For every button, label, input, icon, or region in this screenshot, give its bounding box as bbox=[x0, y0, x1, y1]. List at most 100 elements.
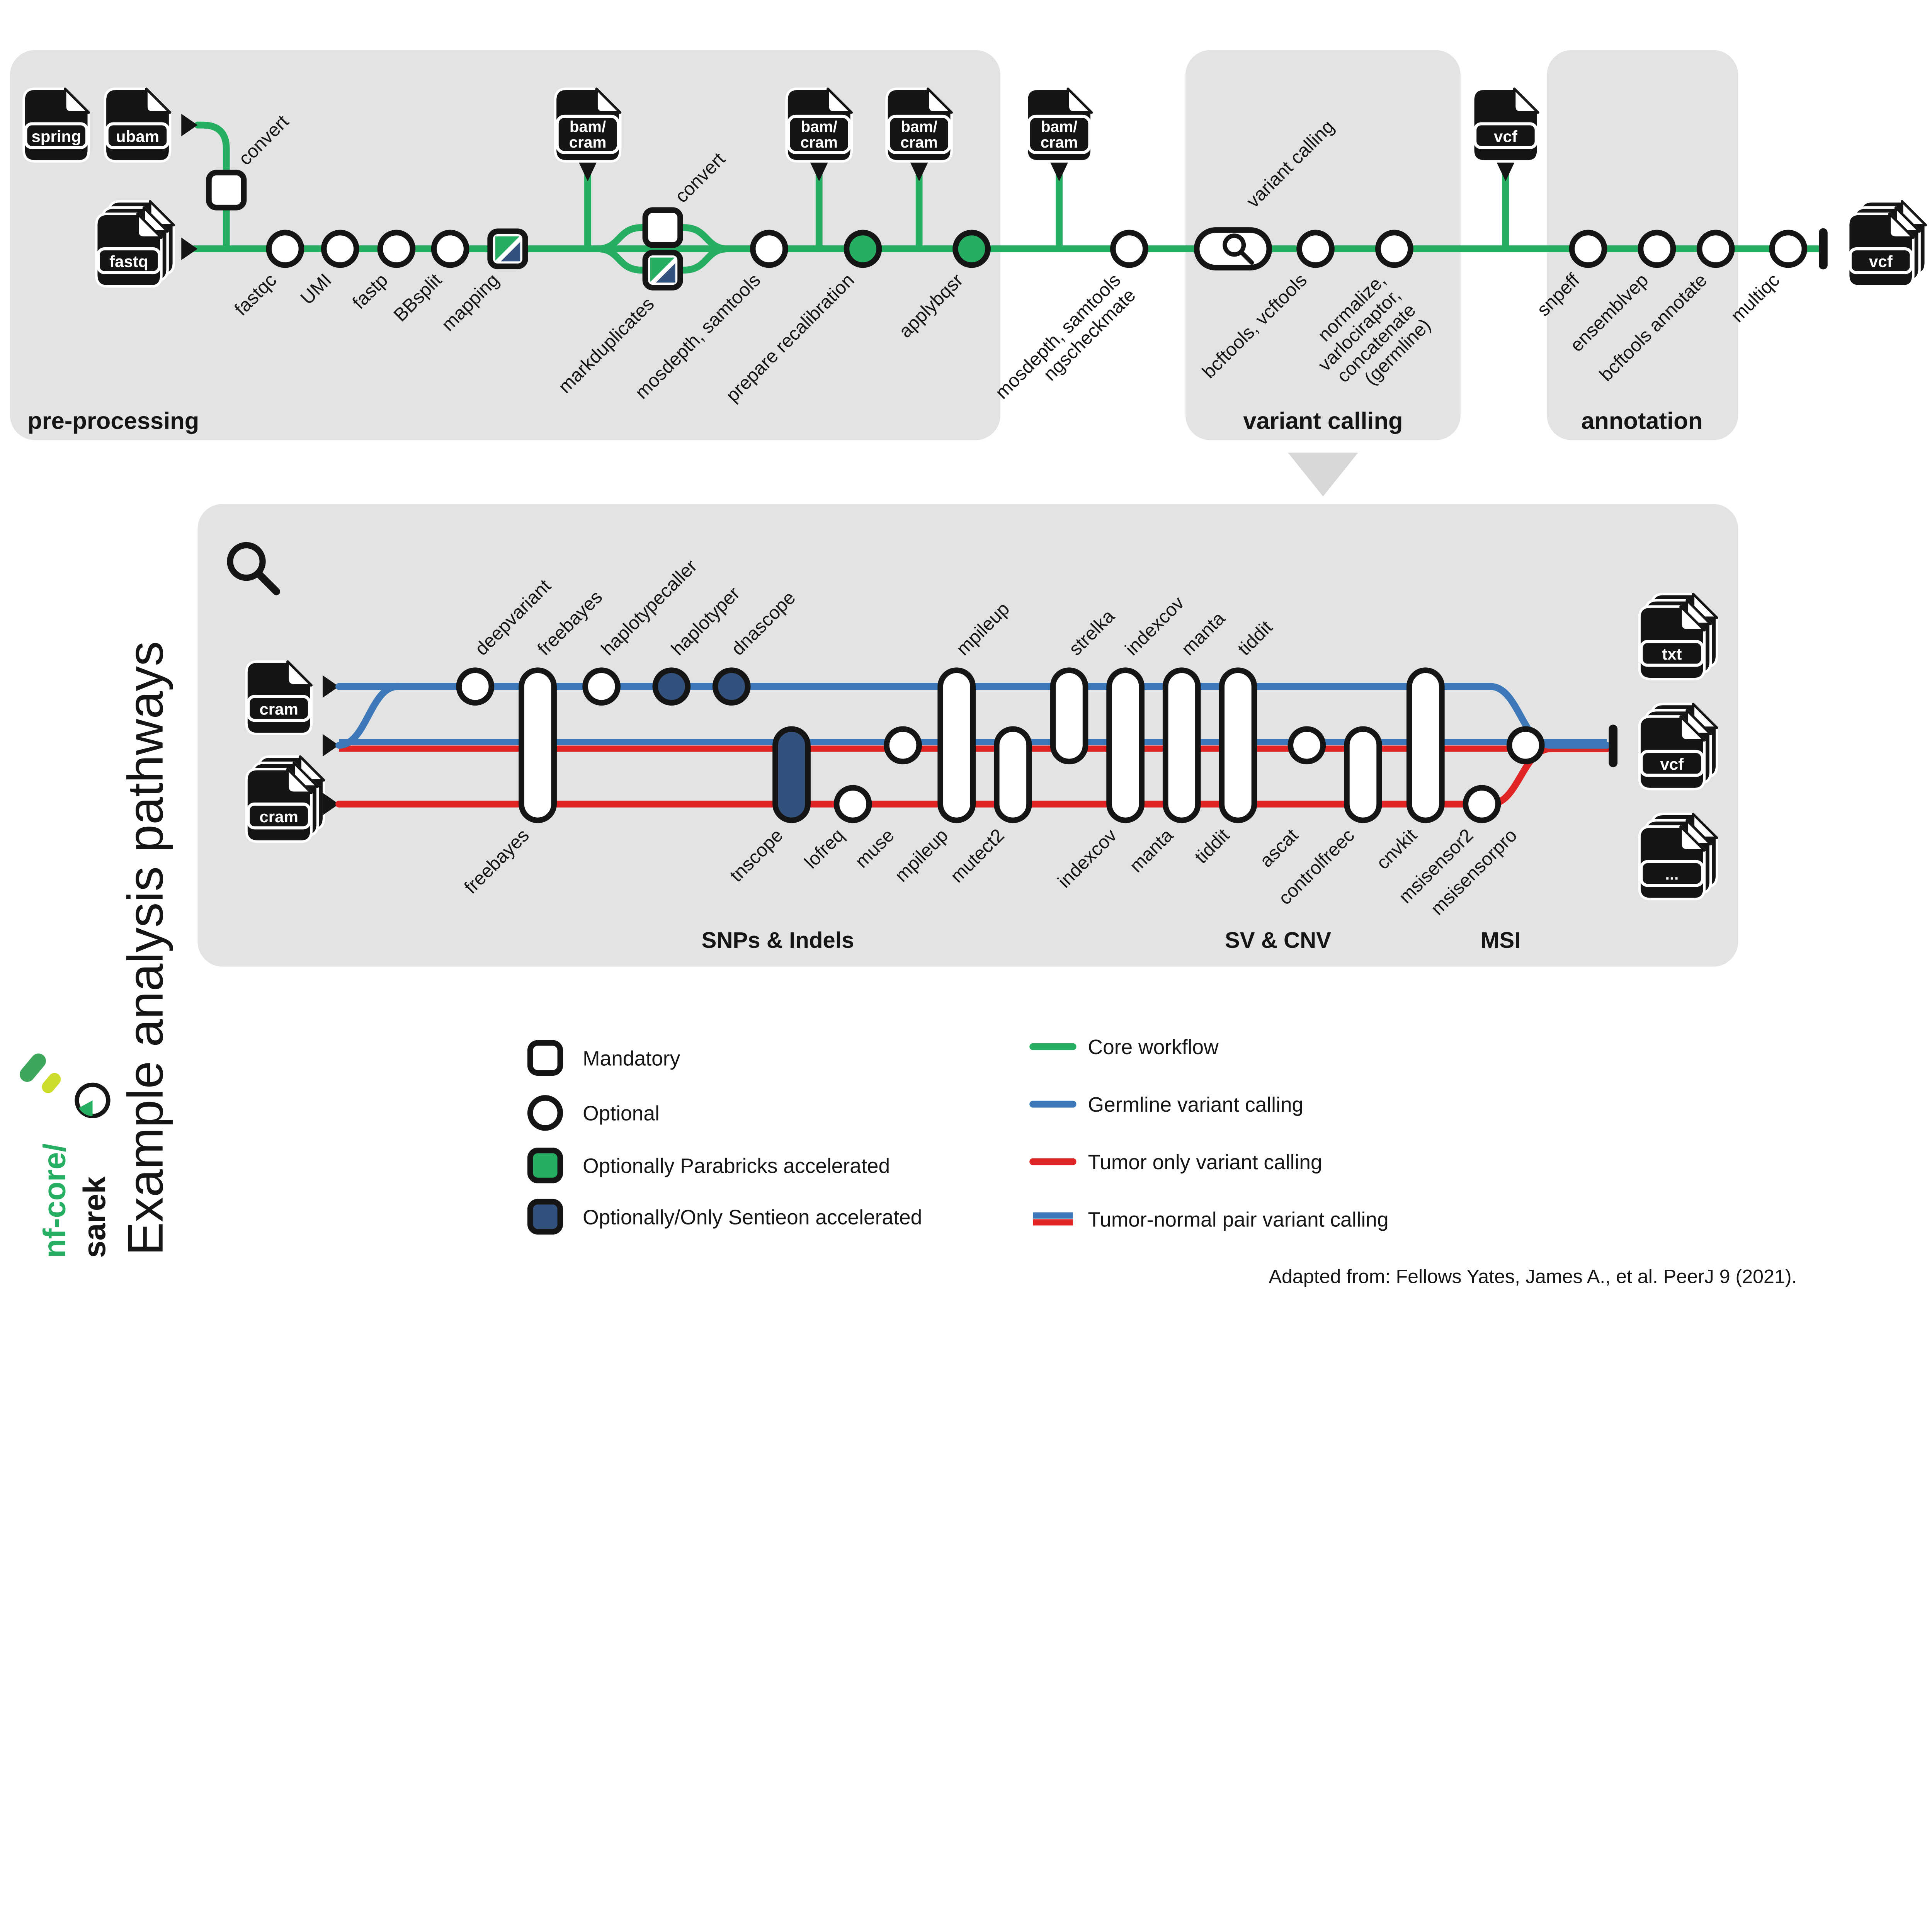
node-umi bbox=[321, 230, 359, 268]
legend-parabricks-label: Optionally Parabricks accelerated bbox=[583, 1155, 890, 1178]
nf-core-logo-icon-accent bbox=[42, 1073, 61, 1094]
node-msisensorpro bbox=[1506, 726, 1545, 765]
node-ascat bbox=[1287, 726, 1326, 765]
node-haplotyper bbox=[652, 667, 691, 706]
file-band bbox=[1639, 750, 1704, 777]
node-variant-calling-pill bbox=[1194, 227, 1272, 270]
node-ensemblvep bbox=[1638, 230, 1676, 268]
file-icon-txt-stack: txt bbox=[1639, 594, 1717, 679]
file-band bbox=[97, 247, 161, 274]
file-label-more: ... bbox=[1665, 865, 1679, 883]
magnifier-handle bbox=[1239, 250, 1254, 265]
node-tnscope-capsule bbox=[772, 726, 811, 823]
file-band bbox=[24, 122, 88, 149]
file-band bbox=[247, 802, 311, 830]
legend-lines: Core workflow Germline variant calling T… bbox=[1029, 1036, 1389, 1231]
node-tiddit-capsule bbox=[1219, 667, 1257, 823]
spring-ubam-input-arrow bbox=[181, 114, 198, 136]
fastq-input-arrow bbox=[181, 237, 198, 260]
node-mapping bbox=[487, 228, 528, 269]
file-icon-vcf-output-stack: vcf bbox=[1848, 201, 1926, 286]
node-mosdepth-samtools bbox=[750, 230, 788, 268]
nf-core-logo-icon bbox=[19, 1053, 46, 1082]
file-icon-vcf-stack: vcf bbox=[1639, 704, 1717, 789]
node-mpileup-capsule bbox=[937, 667, 976, 823]
node-deepvariant bbox=[456, 667, 495, 706]
file-label-bam: bam/ bbox=[901, 117, 937, 135]
node-manta-capsule bbox=[1162, 667, 1201, 823]
group-label-msi: MSI bbox=[1481, 928, 1521, 953]
node-convert-a bbox=[206, 170, 247, 211]
file-label-vcf: vcf bbox=[1660, 755, 1684, 773]
magnifier-icon bbox=[1223, 233, 1246, 257]
file-label-cram: cram bbox=[259, 700, 298, 718]
zoom-magnifier-icon bbox=[227, 542, 280, 595]
file-band bbox=[1639, 860, 1704, 887]
node-fastqc bbox=[266, 230, 304, 268]
file-label-cram: cram bbox=[569, 133, 607, 151]
bamcram3-tail bbox=[909, 160, 929, 182]
magnifier-glass bbox=[227, 542, 266, 581]
file-icon-bamcram-2: bam/ cram bbox=[787, 89, 852, 162]
nfcore-sarek-logo: nf-core/ sarek bbox=[19, 1053, 112, 1258]
pill bbox=[1194, 227, 1272, 270]
file-label-vcf: vcf bbox=[1869, 252, 1893, 270]
file-label-txt: txt bbox=[1662, 645, 1682, 663]
node-bcftools-vcftools bbox=[1296, 230, 1335, 268]
group-label-sv-cnv: SV & CNV bbox=[1225, 928, 1331, 953]
label-qc-line1: mosdepth, samtools bbox=[991, 270, 1124, 403]
file-label-spring: spring bbox=[31, 127, 81, 145]
node-multiqc bbox=[1769, 230, 1808, 268]
file-icon-bamcram-3: bam/ cram bbox=[886, 89, 951, 162]
magnifier-handle bbox=[254, 570, 280, 595]
file-band bbox=[887, 114, 951, 154]
node-strelka-capsule bbox=[1050, 667, 1088, 765]
sentieon-half bbox=[501, 242, 520, 262]
file-band bbox=[1639, 640, 1704, 667]
file-label-cram: cram bbox=[900, 133, 938, 151]
file-icon-spring: spring bbox=[24, 89, 88, 162]
spring-ubam-branch-line bbox=[194, 121, 230, 252]
sarek-logo-icon bbox=[75, 1082, 111, 1119]
file-label-ubam: ubam bbox=[116, 127, 159, 145]
parabricks-half bbox=[650, 257, 675, 282]
diagram-canvas: pre-processing variant calling annotatio… bbox=[10, 50, 1932, 1287]
node-haplotypecaller bbox=[582, 667, 621, 706]
file-band bbox=[247, 695, 311, 722]
node-bcftools-annotate bbox=[1696, 230, 1735, 268]
node-lofreq bbox=[833, 785, 872, 823]
node-qc-checkmate bbox=[1110, 230, 1148, 268]
node-markduplicates bbox=[642, 250, 683, 291]
file-label-cram: cram bbox=[1041, 133, 1078, 151]
node-fastp bbox=[377, 230, 416, 268]
section-label-preprocessing: pre-processing bbox=[27, 408, 199, 434]
germline-input-arrow bbox=[322, 675, 339, 698]
vcf-tail bbox=[1495, 160, 1516, 182]
node-bbsplit bbox=[431, 230, 469, 268]
file-band bbox=[1473, 122, 1538, 149]
file-icon-fastq-stack: fastq bbox=[96, 201, 174, 286]
file-band bbox=[105, 122, 170, 149]
file-icon-bamcram-1: bam/ cram bbox=[555, 89, 620, 162]
legend-tumor-label: Tumor only variant calling bbox=[1088, 1151, 1322, 1174]
file-icon-ubam: ubam bbox=[105, 89, 170, 162]
legend-pair-label: Tumor-normal pair variant calling bbox=[1088, 1209, 1389, 1231]
file-label-cram: cram bbox=[800, 133, 838, 151]
node-convert-b bbox=[642, 207, 683, 248]
legend-mandatory-label: Mandatory bbox=[583, 1047, 680, 1070]
node-snpeff bbox=[1569, 230, 1607, 268]
group-label-snps-indels: SNPs & Indels bbox=[701, 928, 854, 953]
node-controlfreec-capsule bbox=[1344, 726, 1382, 823]
file-label-bam: bam/ bbox=[570, 117, 606, 135]
file-band bbox=[787, 114, 852, 154]
node-msisensor2 bbox=[1463, 785, 1501, 823]
page-title: Example analysis pathways bbox=[118, 641, 173, 1255]
zoom-pointer-triangle bbox=[1288, 452, 1358, 497]
node-frame bbox=[487, 228, 528, 269]
bamcram2-tail bbox=[809, 160, 829, 182]
logo-prefix: nf-core/ bbox=[37, 1143, 72, 1258]
legend-sentieon-label: Optionally/Only Sentieon accelerated bbox=[583, 1206, 922, 1229]
node-muse bbox=[884, 726, 922, 765]
node-prepare-recalibration bbox=[844, 230, 882, 268]
node-applybqsr bbox=[952, 230, 991, 268]
